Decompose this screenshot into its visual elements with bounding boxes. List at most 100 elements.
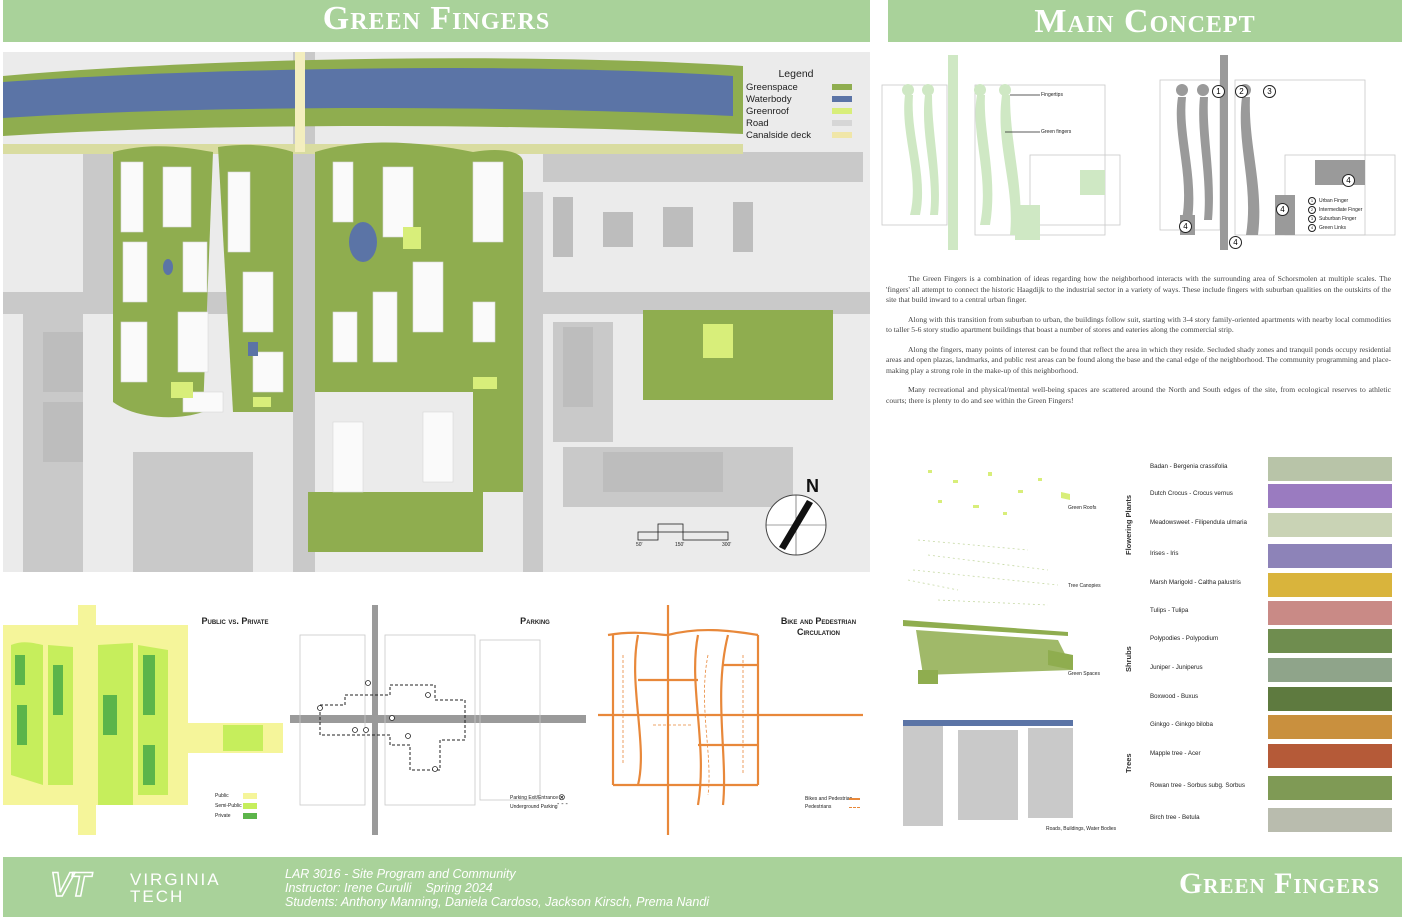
scale-label-50: 50'	[636, 542, 643, 548]
parking-exit-label: Parking Exit/Entrance	[510, 795, 559, 801]
parking-diagram	[290, 605, 586, 835]
plant-row: Dutch Crocus - Crocus vernus	[1150, 484, 1392, 508]
marker-suburban: 3	[1263, 85, 1276, 98]
course-line: LAR 3016 - Site Program and Community	[285, 867, 516, 881]
plant-row: Mapple tree - Acer	[1150, 744, 1392, 768]
exploded-axon	[903, 470, 1073, 826]
plant-photo	[1268, 744, 1392, 768]
plant-photo	[1268, 629, 1392, 653]
students-line: Students: Anthony Manning, Daniela Cardo…	[285, 895, 710, 909]
layer-diagram	[898, 460, 1128, 835]
parking-title: Parking	[520, 616, 550, 626]
public-private-diagram	[3, 605, 288, 835]
legend-swatch	[832, 120, 852, 126]
concept-paragraph: The Green Fingers is a combination of id…	[886, 274, 1391, 304]
green-roofs-layer-label: Green Roofs	[1068, 505, 1097, 511]
public-private-map	[3, 605, 283, 835]
plant-photo	[1268, 601, 1392, 625]
trees-label: Trees	[1124, 753, 1133, 773]
plant-row: Boxwood - Buxus	[1150, 687, 1392, 711]
plant-photo	[1268, 544, 1392, 568]
scale-label-300: 300'	[722, 542, 732, 548]
site-plan-map	[3, 52, 870, 572]
marker-green-link: 4	[1342, 174, 1355, 187]
bike-ped-label: Bikes and Pedestrian	[805, 796, 853, 802]
marker-green-link: 4	[1229, 236, 1242, 249]
legend-swatch	[832, 108, 852, 114]
shrubs-label: Shrubs	[1124, 646, 1133, 672]
right-title-bar: Main Concept	[888, 0, 1402, 42]
plant-row: Badan - Bergenia crassifolia	[1150, 457, 1392, 481]
plant-photo	[1268, 715, 1392, 739]
scale-bar	[637, 523, 729, 541]
legend-title: Legend	[778, 68, 814, 80]
legend-item: Road	[746, 117, 866, 129]
circulation-map	[598, 605, 863, 835]
legend-item: Greenroof	[746, 105, 866, 117]
instructor-line: Instructor: Irene Curulli Spring 2024	[285, 881, 493, 895]
plant-photo	[1268, 687, 1392, 711]
fingers-diagram	[881, 55, 1121, 250]
concept-paragraph: Along with this transition from suburban…	[886, 314, 1391, 335]
circulation-title: Bike and Pedestrian Circulation	[780, 616, 857, 637]
flowering-plants-label: Flowering Plants	[1124, 494, 1133, 555]
marker-green-link: 4	[1276, 203, 1289, 216]
legend-swatch	[832, 84, 852, 90]
legend-swatch	[832, 132, 852, 138]
fingertips-label: Fingertips	[1041, 92, 1063, 98]
green-spaces-layer-label: Green Spaces	[1068, 671, 1100, 677]
concept-paragraph: Along the fingers, many points of intere…	[886, 344, 1391, 375]
scale-label-150: 150'	[675, 542, 685, 548]
plant-row: Ginkgo - Ginkgo biloba	[1150, 715, 1392, 739]
parking-map	[290, 605, 586, 835]
parking-exit-symbol: ⊗	[558, 792, 566, 802]
legend-item: Waterbody	[746, 93, 866, 105]
plant-photo	[1268, 776, 1392, 800]
university-name: VIRGINIA TECH	[130, 870, 221, 906]
private-legend-label: Private	[215, 813, 231, 819]
footer-title: Green Fingers	[1178, 867, 1380, 900]
plant-row: Tulips - Tulipa	[1150, 601, 1392, 625]
map-legend: Legend Greenspace Waterbody Greenroof Ro…	[746, 68, 866, 141]
tree-canopies-layer-label: Tree Canopies	[1068, 583, 1101, 589]
page-title: Green Fingers	[322, 0, 551, 37]
green-fingers-label: Green fingers	[1041, 129, 1072, 135]
public-swatch	[243, 793, 257, 799]
plant-row: Irises - Iris	[1150, 544, 1392, 568]
pedestrian-label: Pedestrians	[805, 804, 832, 810]
roads-layer-label: Roads, Buildings, Water Bodies	[1046, 826, 1117, 832]
legend-item: Canalside deck	[746, 129, 866, 141]
plant-row: Polypodies - Polypodium	[1150, 629, 1392, 653]
plant-row: Rowan tree - Sorbus subg. Sorbus	[1150, 776, 1392, 800]
plant-photo	[1268, 513, 1392, 537]
plant-row: Juniper - Juniperus	[1150, 658, 1392, 682]
marker-urban: 1	[1212, 85, 1225, 98]
plant-row: Birch tree - Betula	[1150, 808, 1392, 832]
vt-logo: VT	[49, 865, 91, 905]
semi-public-legend-label: Semi-Public	[215, 803, 242, 809]
plant-photo	[1268, 573, 1392, 597]
plant-row: Meadowsweet - Filipendula ulmaria	[1150, 513, 1392, 537]
north-arrow	[765, 494, 827, 556]
concept-paragraph: Many recreational and physical/mental we…	[886, 385, 1391, 405]
plant-photo	[1268, 808, 1392, 832]
public-legend-label: Public	[215, 793, 229, 799]
private-swatch	[243, 813, 257, 819]
bike-ped-swatch	[849, 798, 860, 800]
plant-row: Marsh Marigold - Caltha palustris	[1150, 573, 1392, 597]
footer-bar	[3, 857, 1402, 917]
left-title-bar: Green Fingers	[3, 0, 870, 42]
concept-diagram-fingers	[880, 55, 1125, 250]
semi-public-swatch	[243, 803, 257, 809]
plant-photo	[1268, 457, 1392, 481]
circulation-diagram	[598, 605, 863, 835]
legend-item: Greenspace	[746, 81, 866, 93]
north-label: N	[806, 476, 819, 496]
underground-parking-label: Underground Parking	[510, 804, 558, 810]
plant-photo	[1268, 658, 1392, 682]
pedestrian-swatch	[849, 807, 860, 808]
